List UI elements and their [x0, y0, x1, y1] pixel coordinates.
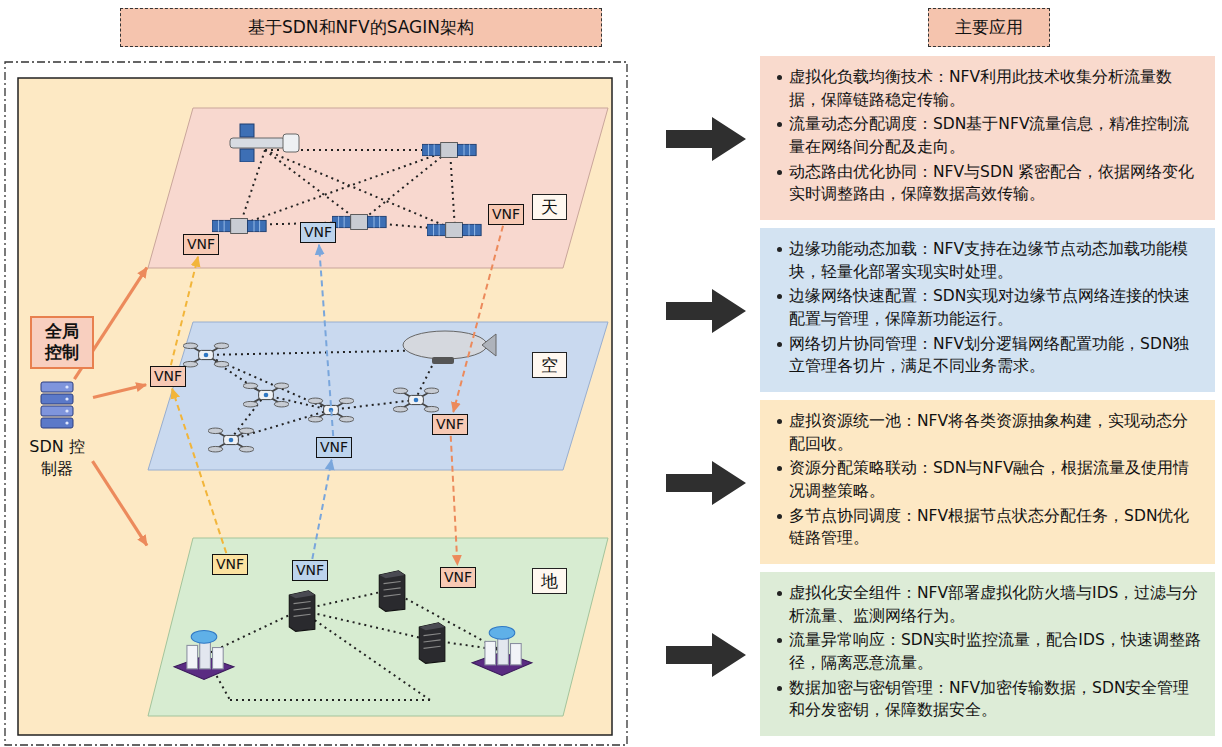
application-panel: 虚拟资源统一池：NFV将各类资源抽象构建，实现动态分配回收。资源分配策略联动：S…: [760, 400, 1215, 564]
application-panel: 虚拟化安全组件：NFV部署虚拟化防火墙与IDS，过滤与分析流量、监测网络行为。流…: [760, 572, 1215, 736]
node-text: SDN 控制器: [22, 436, 92, 479]
node-text: VNF: [216, 556, 244, 573]
bullet-text: 数据加密与密钥管理：NFV加密传输数据，SDN安全管理和分发密钥，保障数据安全。: [776, 677, 1203, 722]
node-text: VNF: [492, 206, 520, 223]
node-text: 基于SDN和NFV的SAGIN架构: [248, 16, 474, 39]
vnf-box: VNF: [316, 437, 352, 458]
layer-plane: 空 VNF VNF VNF: [148, 322, 608, 470]
vnf-box: VNF: [432, 414, 468, 435]
layer-label: 地: [532, 568, 567, 594]
vnf-box: VNF: [440, 567, 476, 588]
layer-plane: 天 VNF VNF VNF: [148, 108, 608, 268]
bullet-text: 流量异常响应：SDN实时监控流量，配合IDS，快速调整路径，隔离恶意流量。: [776, 629, 1203, 674]
vnf-link-arrow: [312, 460, 331, 559]
bullet-text: 虚拟化负载均衡技术：NFV利用此技术收集分析流量数据，保障链路稳定传输。: [776, 66, 1203, 111]
node-text: VNF: [187, 236, 215, 253]
vnf-box: VNF: [150, 366, 186, 387]
bullet-text: 网络切片协同管理：NFV划分逻辑网络配置功能，SDN独立管理各切片，满足不同业务…: [776, 333, 1203, 378]
vnf-box: VNF: [212, 554, 248, 575]
vnf-link-arrow: [319, 245, 333, 436]
node-text: 全局控制: [37, 321, 87, 364]
sdn-controller: SDN 控制器: [22, 380, 92, 479]
layer-label: 天: [532, 194, 567, 220]
bullet-text: 动态路由优化协同：NFV与SDN 紧密配合，依据网络变化实时调整路由，保障数据高…: [776, 161, 1203, 206]
layer-label: 空: [532, 352, 567, 378]
bullet-text: 边缘网络快速配置：SDN实现对边缘节点网络连接的快速配置与管理，保障新功能运行。: [776, 285, 1203, 330]
node-text: VNF: [304, 224, 332, 241]
vnf-link-arrow: [453, 226, 503, 412]
bullet-text: 边缘功能动态加载：NFV支持在边缘节点动态加载功能模块，轻量化部署实现实时处理。: [776, 238, 1203, 283]
heading-box: 主要应用: [928, 8, 1050, 47]
application-panel: 边缘功能动态加载：NFV支持在边缘节点动态加载功能模块，轻量化部署实现实时处理。…: [760, 228, 1215, 392]
node-text: VNF: [320, 439, 348, 456]
application-panel: 虚拟化负载均衡技术：NFV利用此技术收集分析流量数据，保障链路稳定传输。流量动态…: [760, 56, 1215, 220]
vnf-box: VNF: [183, 234, 219, 255]
bullet-text: 多节点协同调度：NFV根据节点状态分配任务，SDN优化链路管理。: [776, 505, 1203, 550]
control-arrow: [93, 385, 146, 398]
layer-plane: 地 VNF VNF VNF: [148, 538, 608, 716]
vnf-link-arrow: [451, 436, 458, 565]
node-text: 主要应用: [955, 16, 1023, 39]
bullet-text: 虚拟化安全组件：NFV部署虚拟化防火墙与IDS，过滤与分析流量、监测网络行为。: [776, 582, 1203, 627]
node-text: VNF: [444, 569, 472, 586]
vnf-box: VNF: [300, 222, 336, 243]
node-text: VNF: [154, 368, 182, 385]
vnf-link-arrow: [172, 389, 226, 553]
bullet-text: 虚拟资源统一池：NFV将各类资源抽象构建，实现动态分配回收。: [776, 410, 1203, 455]
node-text: VNF: [436, 416, 464, 433]
bullet-text: 流量动态分配调度：SDN基于NFV流量信息，精准控制流量在网络间分配及走向。: [776, 113, 1203, 158]
bullet-text: 资源分配策略联动：SDN与NFV融合，根据流量及使用情况调整策略。: [776, 457, 1203, 502]
heading-box: 基于SDN和NFV的SAGIN架构: [120, 8, 602, 47]
control-label-box: 全局控制: [30, 316, 94, 369]
server-icon: [37, 380, 77, 432]
vnf-box: VNF: [488, 204, 524, 225]
vnf-box: VNF: [292, 560, 328, 581]
control-arrow: [93, 461, 147, 545]
node-text: VNF: [296, 562, 324, 579]
vnf-link-arrow: [171, 257, 198, 365]
